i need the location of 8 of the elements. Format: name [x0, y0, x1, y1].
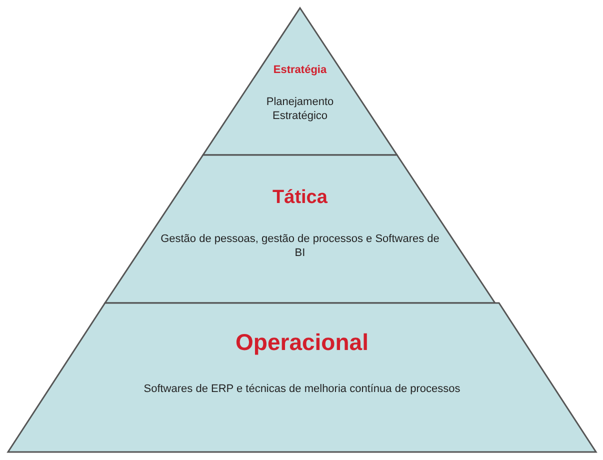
- pyramid-tier: [105, 155, 495, 303]
- tier-description: Gestão de pessoas, gestão de processos e Softwares de BI: [160, 233, 440, 260]
- tier-description: Planejamento Estratégico: [265, 96, 335, 124]
- tier-heading: Operacional: [236, 329, 368, 356]
- tier-heading: Estratégia: [273, 64, 327, 76]
- tier-description: Softwares de ERP e técnicas de melhoria contínua de processos: [144, 383, 460, 397]
- tier-heading: Tática: [272, 187, 328, 209]
- pyramid-tier: [8, 303, 596, 452]
